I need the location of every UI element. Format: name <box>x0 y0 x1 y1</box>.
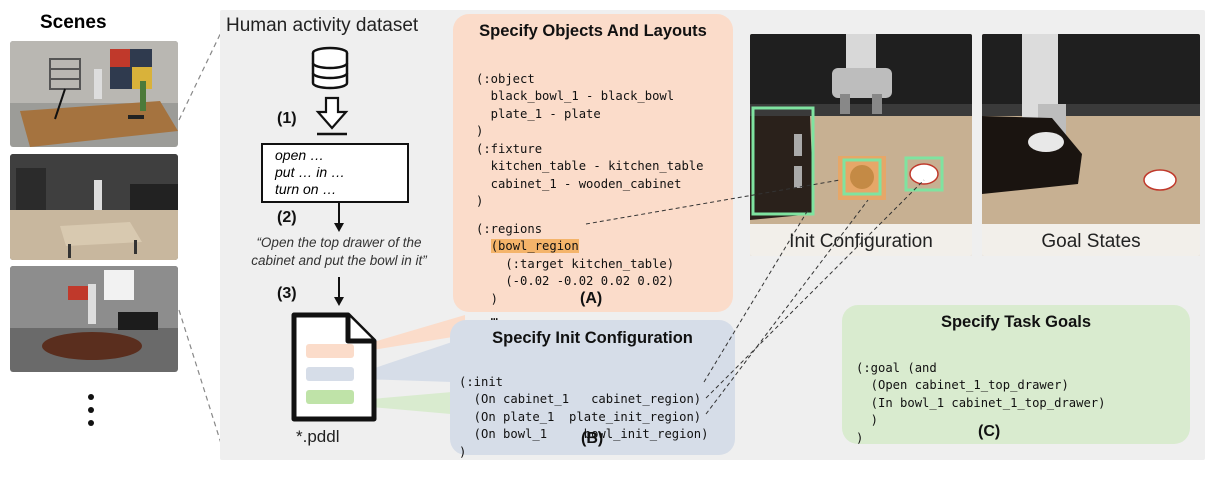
step-3-label: (3) <box>277 285 297 302</box>
code-line: ) <box>476 194 484 208</box>
code-line: ) <box>476 124 484 138</box>
more-scenes-ellipsis <box>88 394 96 433</box>
code-line: ) <box>856 430 864 445</box>
label-c: (C) <box>978 423 1001 440</box>
code-line: (On plate_1 plate_init_region) <box>459 409 702 424</box>
code-line: … <box>476 309 499 323</box>
down-arrow-icon <box>334 277 344 306</box>
objects-layouts-box <box>453 14 733 312</box>
hollow-down-arrow-icon <box>315 96 349 136</box>
label-a: (A) <box>580 290 603 307</box>
code-line: (On bowl_1 bowl_init_region) <box>459 427 709 441</box>
init-configuration-code: (:init (On cabinet_1 cabinet_region) (On… <box>459 356 708 479</box>
code-line: (Open cabinet_1_top_drawer) <box>856 378 1069 392</box>
task-goals-code: (:goal (and (Open cabinet_1_top_drawer) … <box>856 342 1105 465</box>
language-instruction: “Open the top drawer of the cabinet and … <box>224 234 454 270</box>
objects-layouts-title: Specify Objects And Layouts <box>479 22 707 40</box>
instruction-line-1: “Open the top drawer of the <box>256 235 422 250</box>
code-line: (-0.02 -0.02 0.02 0.02) <box>476 274 675 288</box>
code-line: plate_1 - plate <box>476 106 601 121</box>
code-line: (:fixture <box>476 141 543 156</box>
code-line: black_bowl_1 - black_bowl <box>476 89 675 103</box>
step-1-label: (1) <box>277 110 297 127</box>
instruction-template-2: put … in … <box>275 164 346 180</box>
scene-thumbnail-living-room <box>10 266 178 372</box>
bowl-region-highlight: (bowl_region <box>490 239 579 253</box>
init-configuration-caption: Init Configuration <box>789 231 933 252</box>
instruction-line-2: cabinet and put the bowl in it” <box>251 253 427 268</box>
init-configuration-box <box>450 320 735 455</box>
dataset-title: Human activity dataset <box>226 15 419 36</box>
goal-states-image <box>982 34 1200 256</box>
code-line: (In bowl_1 cabinet_1_top_drawer) <box>856 395 1106 410</box>
code-line: (:object <box>476 71 535 86</box>
code-line: ) <box>476 291 499 306</box>
code-line-highlight-row: (bowl_region <box>476 238 703 256</box>
down-arrow-icon <box>334 203 344 232</box>
code-line: ) <box>459 444 467 459</box>
scene-expansion-lines <box>178 23 226 457</box>
code-line: (:regions <box>476 221 543 236</box>
task-goals-title: Specify Task Goals <box>940 313 1092 331</box>
label-b: (B) <box>581 430 604 447</box>
step-2-label: (2) <box>277 209 297 226</box>
code-line: (:goal (and <box>856 360 937 375</box>
instruction-template-1: open … <box>275 147 325 163</box>
scene-thumbnail-kitchen <box>10 154 178 260</box>
init-configuration-image <box>750 34 972 256</box>
init-configuration-title: Specify Init Configuration <box>492 329 693 347</box>
objects-layouts-code: (:object black_bowl_1 - black_bowl plate… <box>476 53 703 361</box>
code-line: cabinet_1 - wooden_cabinet <box>476 176 682 191</box>
goal-states-caption: Goal States <box>1041 231 1141 252</box>
code-line: (:init <box>459 374 504 389</box>
code-line: (:target kitchen_table) <box>476 256 675 271</box>
pddl-file-label: *.pddl <box>296 427 340 446</box>
scene-thumbnail-office <box>10 41 178 147</box>
code-line: (On cabinet_1 cabinet_region) <box>459 392 702 406</box>
database-icon <box>311 46 349 90</box>
code-line: kitchen_table - kitchen_table <box>476 159 704 173</box>
pddl-file-icon <box>291 312 377 422</box>
scenes-title: Scenes <box>40 12 107 33</box>
instruction-template-3: turn on … <box>275 181 337 197</box>
instruction-templates-box: open … put … in … turn on … <box>261 143 409 203</box>
code-line: ) <box>856 413 879 427</box>
